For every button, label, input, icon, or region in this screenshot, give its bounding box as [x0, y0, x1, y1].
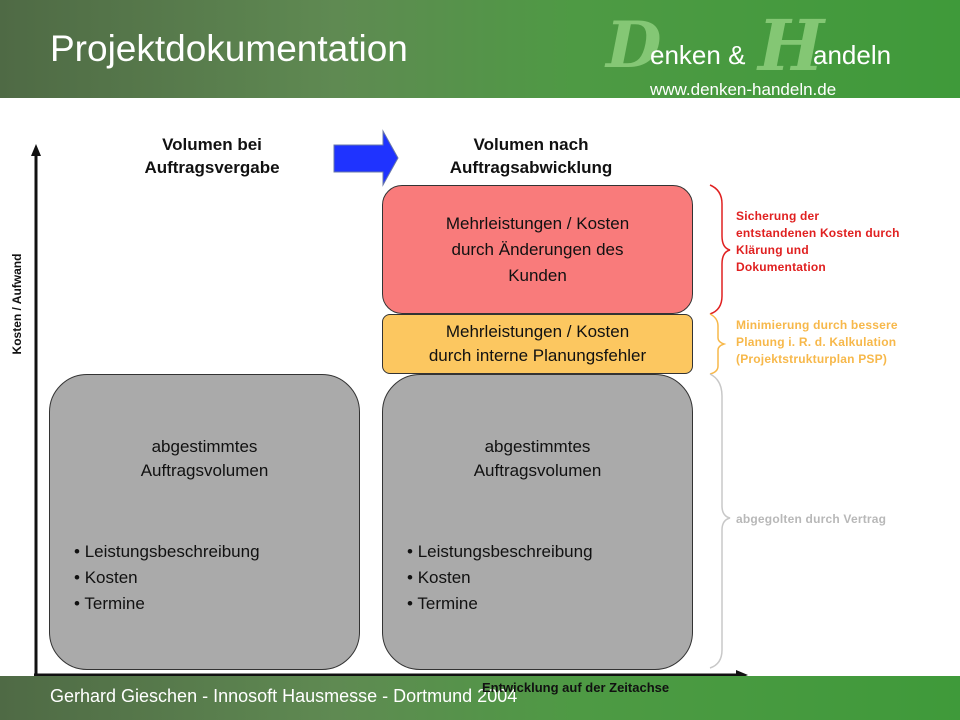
bullet-list-left: Leistungsbeschreibung Kosten Termine: [74, 539, 260, 617]
left-heading-line-2: Auftragsvergabe: [144, 158, 280, 177]
bracket-gray: [709, 373, 731, 669]
base-volume-box-right: abgestimmtes Auftragsvolumen Leistungsbe…: [382, 374, 693, 670]
customer-changes-line-1: Mehrleistungen / Kosten: [445, 213, 630, 233]
base-title-line-2: Auftragsvolumen: [473, 461, 602, 480]
header-bar: [0, 0, 960, 98]
x-axis-label-overlay: Entwicklung auf der Zeitachse: [482, 680, 670, 695]
list-item: Termine: [407, 591, 593, 617]
note-red-line-3: Klärung und: [736, 243, 809, 257]
base-title-line-2: Auftragsvolumen: [140, 461, 269, 480]
bracket-orange: [709, 313, 727, 375]
customer-changes-line-3: Kunden: [508, 265, 567, 285]
list-item: Kosten: [74, 565, 260, 591]
logo-url: www.denken-handeln.de: [650, 80, 837, 99]
list-item: Leistungsbeschreibung: [407, 539, 593, 565]
page-title: Projektdokumentation: [50, 28, 408, 69]
bullet-list-right: Leistungsbeschreibung Kosten Termine: [407, 539, 593, 617]
note-red-line-4: Dokumentation: [736, 260, 826, 274]
right-heading-line-2: Auftragsabwicklung: [449, 158, 613, 177]
base-volume-box-left: abgestimmtes Auftragsvolumen Leistungsbe…: [49, 374, 360, 670]
logo-text-right: andeln: [813, 40, 892, 70]
note-orange-line-1: Minimierung durch bessere: [736, 318, 898, 332]
note-red-line-1: Sicherung der: [736, 209, 820, 223]
note-red: Sicherung der entstandenen Kosten durch …: [736, 208, 900, 276]
right-column-heading: Volumen nach Auftragsabwicklung: [416, 133, 646, 179]
planning-errors-line-2: durch interne Planungsfehler: [428, 346, 647, 365]
customer-changes-line-2: durch Änderungen des: [451, 239, 624, 259]
planning-errors-box: Mehrleistungen / Kosten durch interne Pl…: [382, 314, 693, 374]
logo-text-left: enken &: [650, 40, 746, 70]
footer-bar: [0, 676, 960, 720]
list-item: Leistungsbeschreibung: [74, 539, 260, 565]
y-axis-label: Kosten / Aufwand: [10, 253, 24, 355]
logo-letter-d: D: [606, 8, 662, 83]
note-orange-line-2: Planung i. R. d. Kalkulation: [736, 335, 897, 349]
logo: D H enken & andeln www.denken-handeln.de: [600, 4, 900, 99]
logo-letter-h: H: [758, 4, 825, 87]
base-title-line-1: abgestimmtes: [484, 437, 591, 456]
planning-errors-line-1: Mehrleistungen / Kosten: [445, 322, 630, 341]
y-axis-arrowhead: [31, 144, 41, 156]
customer-changes-text: Mehrleistungen / Kosten durch Änderungen…: [446, 211, 629, 289]
note-orange-line-3: (Projektstrukturplan PSP): [736, 352, 888, 366]
note-red-line-2: entstandenen Kosten durch: [736, 226, 900, 240]
transition-arrow: [333, 129, 399, 187]
base-volume-title-left: abgestimmtes Auftragsvolumen: [141, 435, 269, 483]
right-heading-line-1: Volumen nach: [473, 135, 589, 154]
left-heading-line-1: Volumen bei: [162, 135, 262, 154]
list-item: Kosten: [407, 565, 593, 591]
footer-text: Gerhard Gieschen - Innosoft Hausmesse - …: [50, 686, 518, 706]
list-item: Termine: [74, 591, 260, 617]
planning-errors-text: Mehrleistungen / Kosten durch interne Pl…: [429, 320, 646, 368]
left-column-heading: Volumen bei Auftragsvergabe: [122, 133, 302, 179]
base-title-line-1: abgestimmtes: [151, 437, 258, 456]
note-orange: Minimierung durch bessere Planung i. R. …: [736, 317, 898, 368]
bracket-red: [709, 184, 731, 315]
note-gray: abgegolten durch Vertrag: [736, 512, 887, 526]
base-volume-title-right: abgestimmtes Auftragsvolumen: [474, 435, 602, 483]
customer-changes-box: Mehrleistungen / Kosten durch Änderungen…: [382, 185, 693, 314]
